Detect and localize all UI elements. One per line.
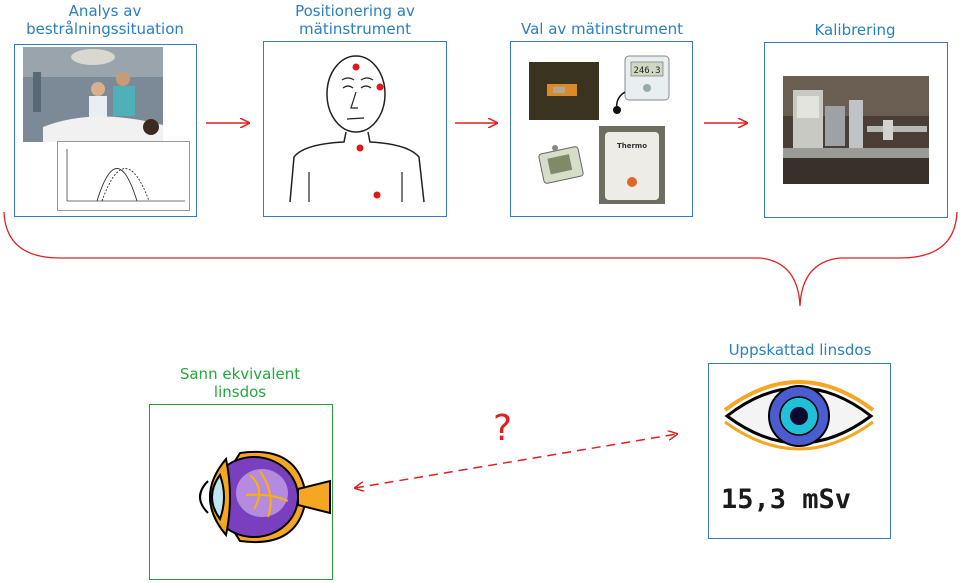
step-4-label: Kalibrering [755, 21, 955, 39]
step-1-label: Analys av bestrålningssituation [0, 2, 210, 38]
step-3-label-line1: Val av mätinstrument [520, 20, 684, 38]
eye-anatomy-icon [199, 451, 331, 543]
summary-bracket [3, 211, 958, 307]
dosimeter-position-dot [356, 144, 364, 152]
estimated-dose-box: 15,3 mSv [708, 363, 891, 539]
spectrum-graph [57, 141, 190, 211]
device-brand-label: Thermo [617, 142, 647, 150]
step-3-label: Val av mätinstrument [492, 20, 712, 38]
step-2-label: Positionering av mätinstrument [250, 2, 460, 38]
step-1-label-line1: Analys av [68, 2, 142, 20]
step-1-box [14, 44, 197, 217]
step-2-label-line1: Positionering av [295, 2, 415, 20]
question-mark: ? [493, 408, 513, 449]
step-2-label-line2: mätinstrument [299, 20, 411, 38]
step-3-box: 246.3 Thermo [510, 41, 693, 217]
person-sketch [289, 55, 425, 203]
estimated-dose-value: 15,3 mSv [721, 484, 852, 515]
estimated-dose-label: Uppskattad linsdos [728, 341, 872, 359]
dosimeter-position-dot [373, 191, 381, 199]
badge-dosimeter-photo [533, 138, 593, 196]
true-dose-box [149, 404, 333, 580]
dosimeter-position-dot [352, 63, 360, 71]
hospital-photo [23, 47, 163, 142]
true-dose-label: Sann ekvivalent linsdos [140, 365, 340, 401]
dosimeter-screen-readout: 246.3 [633, 66, 660, 76]
true-dose-label-line1: Sann ekvivalent [179, 365, 301, 383]
step-1-label-line2: bestrålningssituation [26, 20, 184, 38]
thermo-dosimeter-photo: Thermo [599, 126, 665, 204]
true-dose-label-line2: linsdos [213, 383, 267, 401]
comparison-arrow [355, 434, 677, 488]
calibration-bench-photo [783, 76, 929, 184]
step-4-label-line1: Kalibrering [814, 21, 896, 39]
step-2-box [263, 41, 447, 217]
tld-chip-photo [529, 62, 599, 120]
electronic-dosimeter-photo: 246.3 [613, 55, 670, 114]
step-4-box [764, 42, 948, 218]
eye-icon [723, 380, 875, 451]
dosimeter-position-dot [376, 83, 384, 91]
